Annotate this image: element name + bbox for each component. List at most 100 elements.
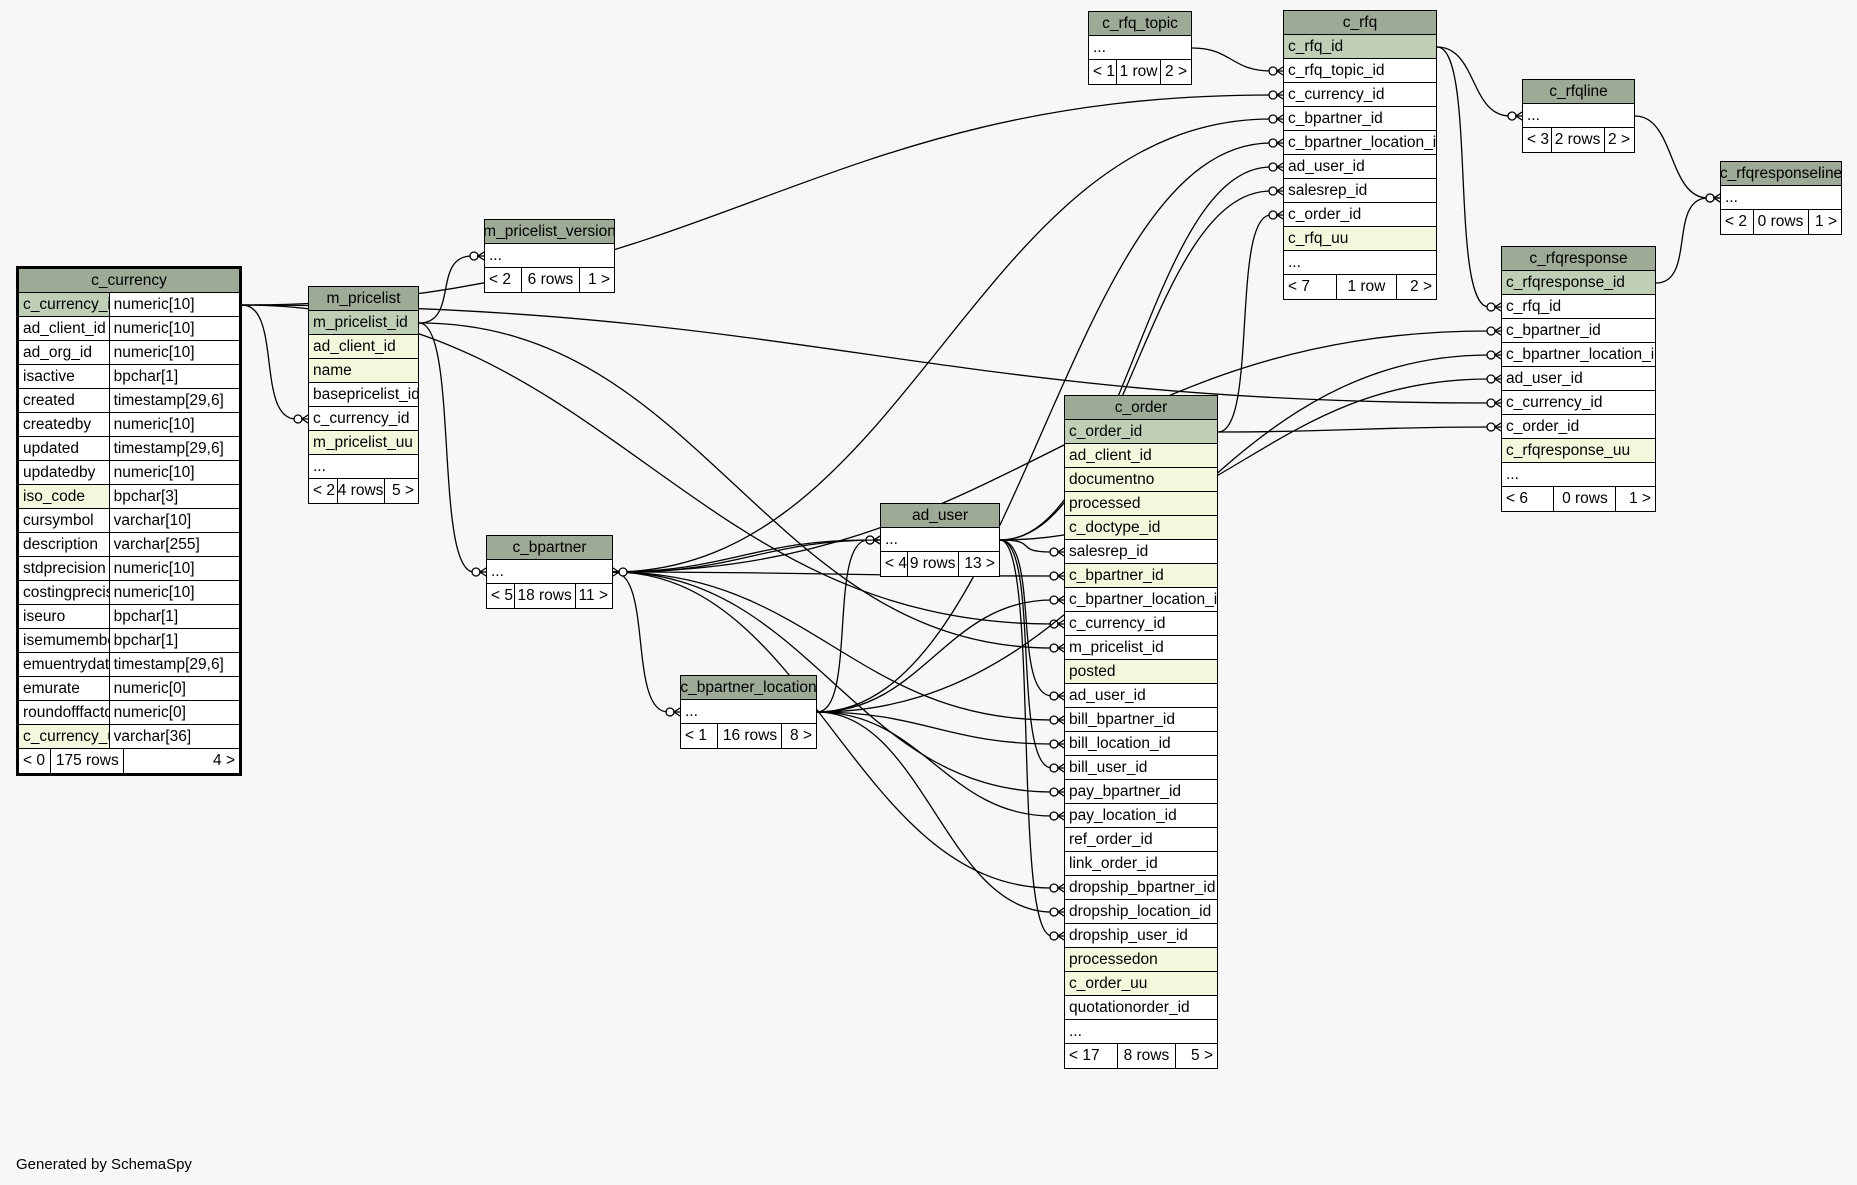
column-row[interactable]: salesrep_id xyxy=(1065,540,1217,564)
column-row[interactable]: ... xyxy=(1523,104,1634,128)
parents-count[interactable]: < 3 xyxy=(1523,128,1552,152)
column-row[interactable]: c_rfq_id xyxy=(1502,295,1655,319)
column-row[interactable]: c_rfqresponse_id xyxy=(1502,271,1655,295)
column-row[interactable]: posted xyxy=(1065,660,1217,684)
column-row[interactable]: ad_user_id xyxy=(1065,684,1217,708)
column-row[interactable]: m_pricelist_id xyxy=(1065,636,1217,660)
column-row[interactable]: ad_user_id xyxy=(1502,367,1655,391)
table-header[interactable]: c_rfq_topic xyxy=(1089,12,1191,36)
column-row[interactable]: dropship_location_id xyxy=(1065,900,1217,924)
column-row[interactable]: costingprecisionnumeric[10] xyxy=(19,581,239,605)
column-row[interactable]: documentno xyxy=(1065,468,1217,492)
row-count[interactable]: 4 rows xyxy=(338,479,385,503)
children-count[interactable]: 13 > xyxy=(964,555,995,572)
column-row[interactable]: dropship_bpartner_id xyxy=(1065,876,1217,900)
table-header[interactable]: c_order xyxy=(1065,396,1217,420)
row-count[interactable]: 0 rows xyxy=(1554,487,1617,511)
column-row[interactable]: basepricelist_id xyxy=(309,383,418,407)
column-row[interactable]: c_bpartner_id xyxy=(1065,564,1217,588)
column-row[interactable]: ad_user_id xyxy=(1284,155,1436,179)
row-count[interactable]: 0 rows xyxy=(1754,210,1809,234)
children-count[interactable]: 2 > xyxy=(1165,63,1187,80)
row-count[interactable]: 9 rows xyxy=(908,552,959,576)
column-row[interactable]: m_pricelist_uu xyxy=(309,431,418,455)
column-row[interactable]: ... xyxy=(681,700,816,724)
column-row[interactable]: ... xyxy=(1089,36,1191,60)
column-row[interactable]: ... xyxy=(485,244,614,268)
column-row[interactable]: ... xyxy=(1284,251,1436,275)
column-row[interactable]: c_rfq_topic_id xyxy=(1284,59,1436,83)
row-count[interactable]: 16 rows xyxy=(718,724,783,748)
table-header[interactable]: c_bpartner xyxy=(487,536,612,560)
column-row[interactable]: c_rfq_uu xyxy=(1284,227,1436,251)
column-row[interactable]: salesrep_id xyxy=(1284,179,1436,203)
children-count[interactable]: 1 > xyxy=(588,271,610,288)
column-row[interactable]: processedon xyxy=(1065,948,1217,972)
row-count[interactable]: 6 rows xyxy=(522,268,580,292)
column-row[interactable]: c_rfqresponse_uu xyxy=(1502,439,1655,463)
column-row[interactable]: name xyxy=(309,359,418,383)
column-row[interactable]: pay_bpartner_id xyxy=(1065,780,1217,804)
table-header[interactable]: m_pricelist xyxy=(309,287,418,311)
parents-count[interactable]: < 5 xyxy=(487,584,515,608)
column-row[interactable]: c_bpartner_id xyxy=(1502,319,1655,343)
children-count[interactable]: 2 > xyxy=(1608,131,1631,148)
parents-count[interactable]: < 2 xyxy=(309,479,338,503)
row-count[interactable]: 1 row xyxy=(1337,275,1397,299)
parents-count[interactable]: < 17 xyxy=(1065,1044,1119,1068)
children-count[interactable]: 1 > xyxy=(1815,213,1837,230)
row-count[interactable]: 175 rows xyxy=(51,749,125,773)
column-row[interactable]: processed xyxy=(1065,492,1217,516)
column-row[interactable]: isemumemberbpchar[1] xyxy=(19,629,239,653)
column-row[interactable]: c_bpartner_id xyxy=(1284,107,1436,131)
column-row[interactable]: bill_bpartner_id xyxy=(1065,708,1217,732)
parents-count[interactable]: < 2 xyxy=(485,268,523,292)
table-header[interactable]: ad_user xyxy=(881,504,999,528)
table-c-currency[interactable]: c_currencyc_currency_idnumeric[10]ad_cli… xyxy=(16,266,242,776)
column-row[interactable]: ... xyxy=(881,528,999,552)
column-row[interactable]: m_pricelist_id xyxy=(309,311,418,335)
column-row[interactable]: c_order_uu xyxy=(1065,972,1217,996)
column-row[interactable]: link_order_id xyxy=(1065,852,1217,876)
table-header[interactable]: c_currency xyxy=(19,269,239,293)
column-row[interactable]: c_currency_uuvarchar[36] xyxy=(19,725,239,749)
column-row[interactable]: c_rfq_id xyxy=(1284,35,1436,59)
parents-count[interactable]: < 2 xyxy=(1721,210,1754,234)
children-count[interactable]: 8 > xyxy=(790,727,812,744)
row-count[interactable]: 8 rows xyxy=(1118,1044,1176,1068)
children-count[interactable]: 2 > xyxy=(1410,278,1432,295)
column-row[interactable]: bill_user_id xyxy=(1065,756,1217,780)
table-header[interactable]: c_rfqresponse xyxy=(1502,247,1655,271)
column-row[interactable]: c_currency_id xyxy=(1065,612,1217,636)
column-row[interactable]: c_currency_id xyxy=(1502,391,1655,415)
parents-count[interactable]: < 6 xyxy=(1502,487,1555,511)
parents-count[interactable]: < 7 xyxy=(1284,275,1338,299)
column-row[interactable]: c_bpartner_location_id xyxy=(1065,588,1217,612)
children-count[interactable]: 4 > xyxy=(213,752,235,769)
column-row[interactable]: c_bpartner_location_id xyxy=(1284,131,1436,155)
column-row[interactable]: c_order_id xyxy=(1502,415,1655,439)
column-row[interactable]: c_order_id xyxy=(1065,420,1217,444)
children-count[interactable]: 5 > xyxy=(1191,1047,1213,1064)
children-count[interactable]: 1 > xyxy=(1629,490,1651,507)
